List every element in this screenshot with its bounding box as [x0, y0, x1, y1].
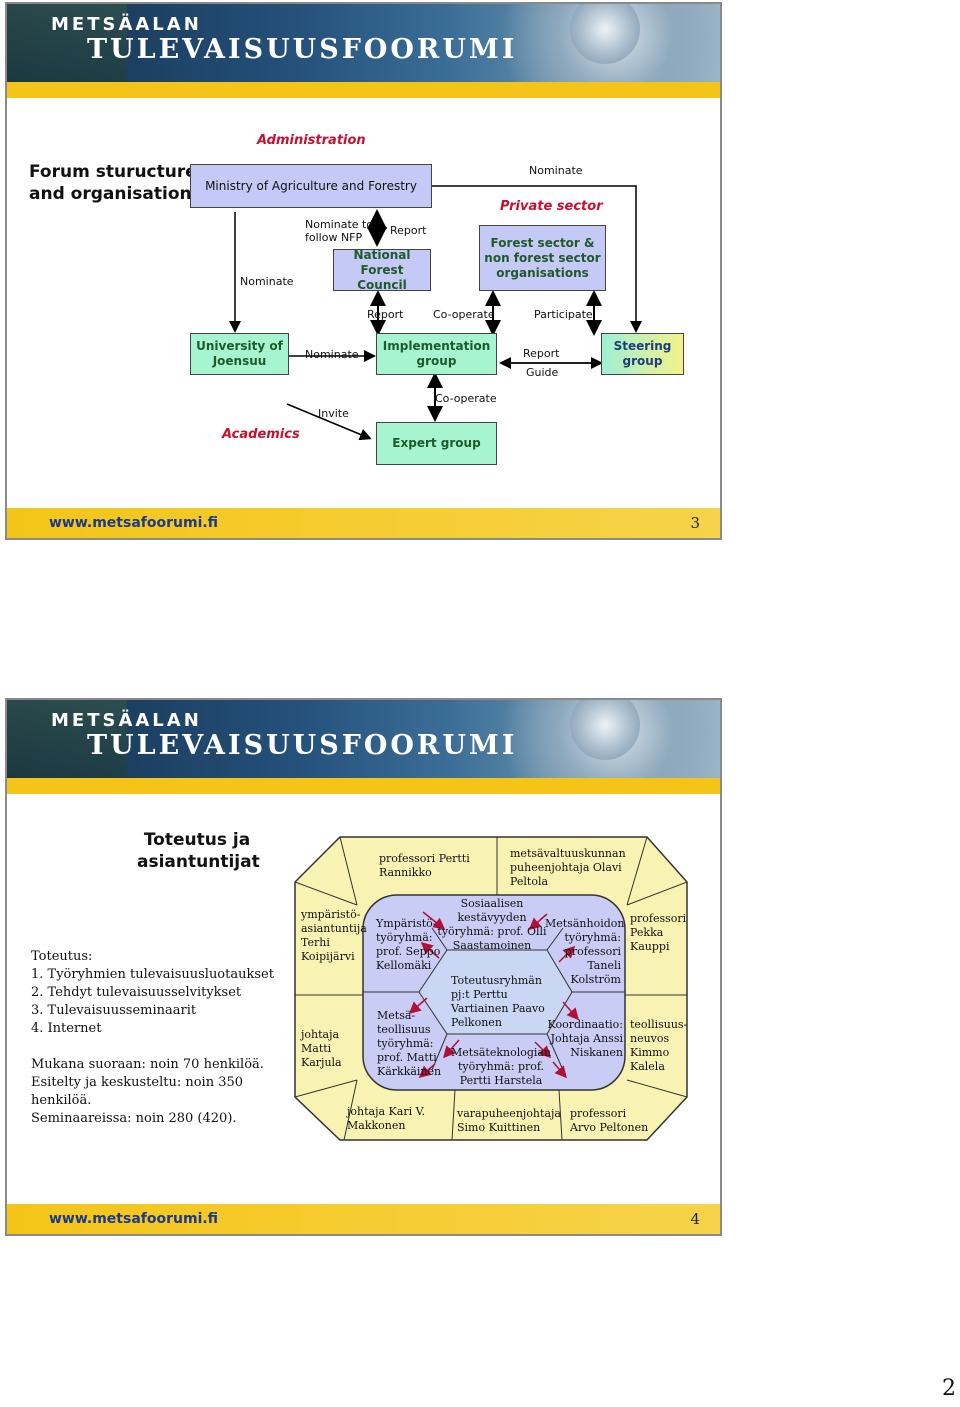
banner-title: TULEVAISUUSFOORUMI	[87, 34, 518, 65]
participate-row-label: Participate	[534, 308, 593, 321]
outer-left-bottom-person: johtaja Matti Karjula	[301, 1028, 342, 1069]
slide-title: Toteutus ja asiantuntijat	[137, 830, 260, 872]
banner-trees-image	[7, 4, 127, 82]
steering-box: Steering group	[601, 333, 684, 375]
inner-left-bottom-group: Metsä-teollisuus työryhmä: prof. Matti K…	[377, 1009, 442, 1078]
slide-number: 3	[690, 514, 700, 532]
report-small-label: Report	[390, 224, 427, 237]
administration-label: Administration	[257, 133, 366, 148]
slide-number: 4	[690, 1210, 700, 1228]
outer-right-bottom-person: teollisuus-neuvos Kimmo Kalela	[630, 1018, 688, 1073]
expert-box: Expert group	[376, 422, 497, 465]
stats-line: Esitelty ja keskusteltu: noin 350 henkil…	[31, 1075, 244, 1108]
nominate-mid-label: Nominate	[305, 348, 359, 361]
outer-bottom-left-person: johtaja Kari V. Makkonen	[347, 1105, 426, 1132]
nominate-follow-label: Nominate to follow NFP	[305, 218, 374, 244]
inner-right-bottom-group: Koordinaatio: Johtaja Anssi Niskanen	[547, 1018, 623, 1059]
banner: METSÄALAN TULEVAISUUSFOORUMI	[7, 4, 720, 82]
document-page-number: 2	[942, 1376, 956, 1401]
footer-url[interactable]: www.metsafoorumi.fi	[49, 1211, 219, 1227]
toteutus-item: 4. Internet	[31, 1021, 102, 1036]
footer: www.metsafoorumi.fi 4	[7, 1204, 720, 1234]
toteutus-heading: Toteutus:	[31, 949, 93, 964]
banner: METSÄALAN TULEVAISUUSFOORUMI	[7, 700, 720, 778]
forest-sector-box: Forest sector & non forest sector organi…	[479, 225, 606, 291]
outer-right-top-person: professori Pekka Kauppi	[630, 912, 687, 953]
outer-top-left-person: professori Pertti Rannikko	[379, 852, 470, 879]
private-sector-label: Private sector	[500, 199, 603, 214]
invite-label: Invite	[318, 407, 349, 420]
banner-subtitle: METSÄALAN	[51, 710, 202, 731]
stats-line: Seminaareissa: noin 280 (420).	[31, 1111, 237, 1126]
nominate-top-label: Nominate	[529, 164, 583, 177]
banner-title: TULEVAISUUSFOORUMI	[87, 730, 518, 761]
report-row-label: Report	[367, 308, 404, 321]
inner-left-top-group: Ympäristö-työryhmä: prof. Seppo Kellomäk…	[376, 917, 441, 972]
toteutus-item: 1. Työryhmien tulevaisuusluotaukset	[31, 967, 274, 982]
toteutus-item: 3. Tulevaisuusseminaarit	[31, 1003, 197, 1018]
report-guide-report-label: Report	[523, 347, 560, 360]
cooperate-row-label: Co-operate	[433, 308, 495, 321]
university-box: University of Joensuu	[190, 333, 289, 375]
national-council-box: National Forest Council	[333, 248, 431, 292]
footer-url[interactable]: www.metsafoorumi.fi	[49, 515, 219, 531]
stats-line: Mukana suoraan: noin 70 henkilöä.	[31, 1057, 264, 1072]
banner-yellow-bar	[7, 778, 720, 794]
banner-trees-image	[7, 700, 127, 778]
nominate-left-label: Nominate	[240, 275, 294, 288]
outer-bottom-right-person: professori Arvo Peltonen	[570, 1107, 649, 1134]
slide-title: Forum sturucture and organisation	[29, 162, 197, 204]
toteutus-list: Toteutus: 1. Työryhmien tulevaisuusluota…	[31, 948, 281, 1038]
banner-lens-image	[570, 4, 640, 64]
ministry-box: Ministry of Agriculture and Forestry	[190, 164, 432, 208]
academics-label: Academics	[222, 427, 300, 442]
org-arrows	[229, 185, 642, 441]
inner-top-group: Sosiaalisen kestävyyden työryhmä: prof. …	[437, 897, 547, 952]
stats-list: Mukana suoraan: noin 70 henkilöä. Esitel…	[31, 1056, 301, 1128]
inner-bottom-group: Metsäteknologian työryhmä: prof. Pertti …	[451, 1046, 552, 1087]
cooperate-low-label: Co-operate	[435, 392, 497, 405]
inner-center-group: Toteutusryhmän pj:t Perttu Vartiainen Pa…	[451, 974, 545, 1029]
outer-left-top-person: ympäristö-asiantuntija Terhi Koipijärvi	[301, 908, 367, 963]
banner-lens-image	[570, 700, 640, 760]
outer-bottom-mid-person: varapuheenjohtaja Simo Kuittinen	[457, 1107, 561, 1134]
outer-top-right-person: metsävaltuuskunnan puheenjohtaja Olavi P…	[510, 847, 626, 888]
inner-right-top-group: Metsänhoidon työryhmä: professori Taneli…	[545, 917, 625, 986]
slide-toteutus: METSÄALAN TULEVAISUUSFOORUMI Toteutus ja…	[5, 698, 722, 1236]
footer: www.metsafoorumi.fi 3	[7, 508, 720, 538]
banner-subtitle: METSÄALAN	[51, 14, 202, 35]
report-guide-guide-label: Guide	[526, 366, 559, 379]
banner-yellow-bar	[7, 82, 720, 98]
toteutus-item: 2. Tehdyt tulevaisuusselvitykset	[31, 985, 242, 1000]
expert-diagram	[294, 836, 688, 1141]
implementation-box: Implementation group	[376, 333, 497, 375]
slide-forum-structure: METSÄALAN TULEVAISUUSFOORUMI	[5, 2, 722, 540]
